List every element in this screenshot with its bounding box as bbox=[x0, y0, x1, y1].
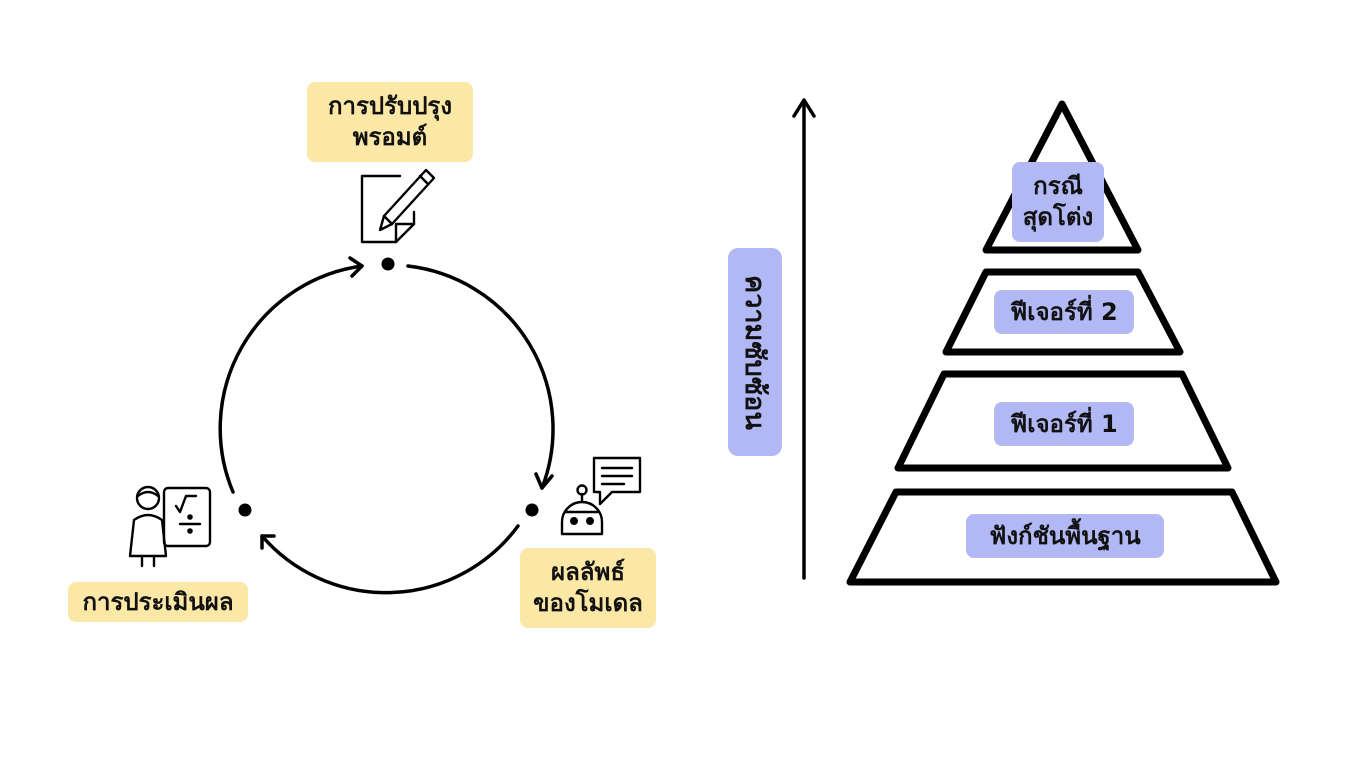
pyramid-label-edge-cases: กรณี สุดโต่ง bbox=[1012, 162, 1104, 242]
cycle-arrowhead-bottom bbox=[260, 534, 276, 550]
pyramid-level-feature-2 bbox=[942, 268, 1184, 356]
pyramid-label-feature-2: ฟีเจอร์ที่ 2 bbox=[994, 290, 1134, 334]
cycle-arrowhead-top bbox=[348, 256, 364, 278]
document-pen-icon bbox=[360, 168, 436, 244]
cycle-arrow-top-to-right bbox=[406, 264, 555, 490]
complexity-axis-arrowhead bbox=[792, 98, 816, 118]
label-prompt-refinement: การปรับปรุง พรอมต์ bbox=[307, 82, 473, 162]
cycle-arrow-right-to-left bbox=[260, 524, 520, 595]
cycle-node-top bbox=[381, 257, 395, 271]
label-evaluation: การประเมินผล bbox=[68, 582, 248, 622]
pyramid-level-feature-1 bbox=[894, 370, 1232, 472]
pyramid-level-basic bbox=[846, 488, 1280, 586]
label-model-output: ผลลัพธ์ ของโมเดล bbox=[520, 548, 656, 628]
cycle-arrowhead-right bbox=[534, 472, 554, 490]
teacher-board-icon bbox=[128, 485, 212, 568]
robot-chat-icon bbox=[560, 456, 642, 536]
complexity-axis-label: ความซับซ้อน bbox=[728, 248, 782, 456]
pyramid-label-feature-1: ฟีเจอร์ที่ 1 bbox=[994, 402, 1134, 446]
cycle-node-right bbox=[525, 503, 539, 517]
cycle-arrow-left-to-top bbox=[218, 264, 364, 494]
cycle-node-left bbox=[238, 503, 252, 517]
pyramid-label-basic: ฟังก์ชันพื้นฐาน bbox=[966, 514, 1164, 558]
